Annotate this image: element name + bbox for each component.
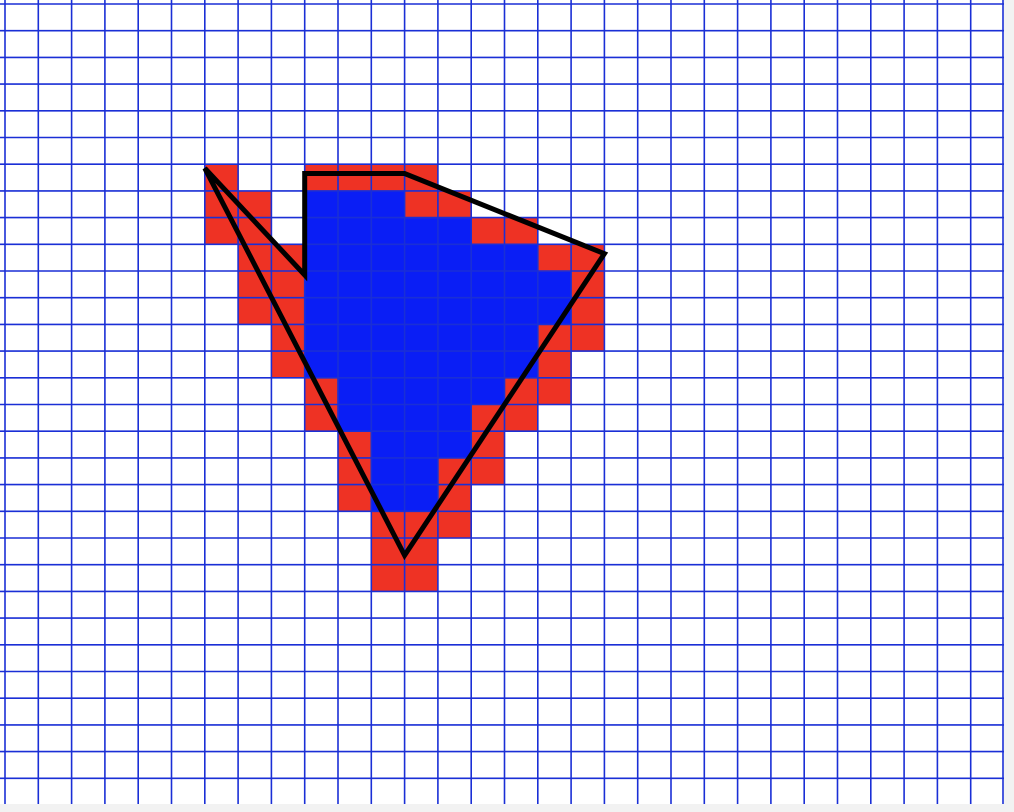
boundary-cell <box>504 404 539 432</box>
interior-cell <box>338 217 372 245</box>
interior-cell <box>304 324 339 352</box>
interior-cell <box>504 324 539 352</box>
interior-cell <box>304 217 339 245</box>
interior-cell <box>338 377 372 406</box>
interior-cell <box>437 404 472 432</box>
boundary-cell <box>537 244 572 272</box>
interior-cell <box>437 297 472 325</box>
interior-cell <box>338 351 372 379</box>
interior-cell <box>371 271 406 299</box>
interior-cell <box>404 431 439 459</box>
interior-cell <box>338 190 372 219</box>
boundary-cell <box>537 351 572 379</box>
interior-cell <box>371 457 406 486</box>
interior-cell <box>471 324 506 352</box>
interior-cell <box>338 271 372 299</box>
interior-cell <box>338 324 372 352</box>
interior-cell <box>371 404 406 432</box>
boundary-cell <box>338 164 372 192</box>
polygon-outline <box>202 166 609 561</box>
boundary-cell <box>238 297 272 325</box>
interior-cell <box>471 244 506 272</box>
interior-cell <box>404 377 439 406</box>
interior-cell <box>371 377 406 406</box>
interior-cell <box>471 297 506 325</box>
interior-cell <box>338 404 372 432</box>
interior-cell <box>404 297 439 325</box>
interior-cell <box>504 244 539 272</box>
interior-cell <box>437 217 472 245</box>
interior-cell <box>304 244 339 272</box>
interior-cell <box>404 484 439 512</box>
interior-cell <box>437 244 472 272</box>
interior-cell <box>404 244 439 272</box>
interior-cell <box>371 244 406 272</box>
interior-cell <box>437 271 472 299</box>
boundary-cell <box>271 271 306 299</box>
boundary-cell <box>571 324 605 352</box>
interior-cell <box>371 190 406 219</box>
boundary-cell <box>338 484 372 512</box>
interior-cell <box>404 351 439 379</box>
interior-cell <box>471 271 506 299</box>
interior-cell <box>404 404 439 432</box>
boundary-cell <box>304 164 339 192</box>
interior-cell <box>404 271 439 299</box>
interior-cell <box>371 351 406 379</box>
interior-cell <box>404 217 439 245</box>
boundary-cell <box>238 190 272 219</box>
interior-cell <box>371 297 406 325</box>
interior-cell <box>471 351 506 379</box>
interior-cell <box>504 297 539 325</box>
boundary-cell <box>437 511 472 539</box>
boundary-cell <box>471 217 506 245</box>
interior-cell <box>471 377 506 406</box>
interior-cell <box>304 190 339 219</box>
boundary-cell <box>404 190 439 219</box>
boundary-cell <box>537 377 572 406</box>
interior-cell <box>304 271 339 299</box>
boundary-cell <box>404 564 439 592</box>
boundary-cell <box>571 297 605 325</box>
interior-cell <box>371 324 406 352</box>
interior-cell <box>338 297 372 325</box>
interior-cell <box>338 244 372 272</box>
interior-cell <box>304 297 339 325</box>
interior-cell <box>537 271 572 299</box>
interior-cell <box>404 324 439 352</box>
boundary-cell <box>471 457 506 486</box>
interior-cell <box>437 351 472 379</box>
interior-cell <box>404 457 439 486</box>
interior-cell <box>371 217 406 245</box>
filled-cells <box>204 164 605 592</box>
boundary-cell <box>371 564 406 592</box>
interior-cell <box>371 431 406 459</box>
boundary-cell <box>371 164 406 192</box>
interior-cell <box>437 431 472 459</box>
interior-cell <box>437 324 472 352</box>
interior-cell <box>504 271 539 299</box>
interior-cell <box>437 377 472 406</box>
